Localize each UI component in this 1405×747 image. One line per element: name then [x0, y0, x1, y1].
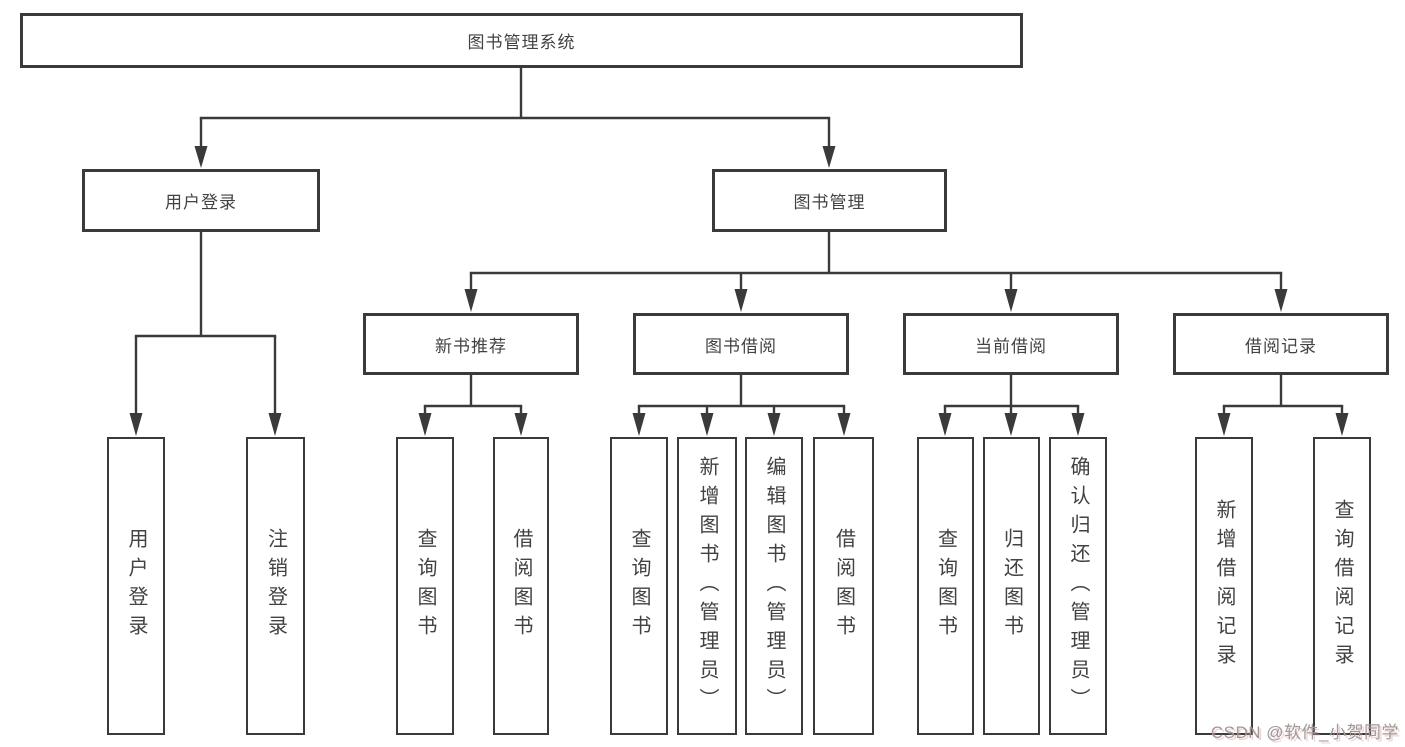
arrow-down-icon: [514, 406, 528, 436]
arrow-down-icon: [734, 273, 748, 312]
arrow-down-icon: [767, 406, 781, 436]
node-label: 图书管理: [793, 193, 866, 212]
node-borrow-record: 借阅记录: [1173, 313, 1389, 375]
leaf-label: 归还图书: [1000, 528, 1023, 644]
connector-current-borrow: [938, 375, 1085, 436]
node-label: 图书管理系统: [467, 33, 576, 52]
arrow-down-icon: [1217, 406, 1231, 436]
leaf-label: 编辑图书（管理员）: [763, 455, 785, 717]
node-new-book-recommend: 新书推荐: [363, 313, 579, 375]
arrow-down-icon: [700, 406, 714, 436]
node-library-management-system: 图书管理系统: [20, 13, 1023, 68]
leaf-user-login: 用户登录: [107, 437, 165, 735]
arrow-down-icon: [632, 406, 646, 436]
leaf-label: 注销登录: [264, 528, 287, 644]
leaf-query-books-1: 查询图书: [396, 437, 454, 735]
arrow-down-icon: [822, 118, 836, 168]
leaf-label: 新增图书（管理员）: [696, 455, 718, 717]
connector-user-login: [129, 232, 282, 436]
node-label: 借阅记录: [1245, 336, 1317, 356]
arrow-down-icon: [268, 336, 282, 436]
arrow-down-icon: [1004, 406, 1018, 436]
leaf-label: 查询借阅记录: [1331, 499, 1353, 673]
node-label: 当前借阅: [975, 336, 1047, 356]
watermark: CSDN @软件_小贺同学: [1210, 723, 1399, 742]
leaf-label: 新增借阅记录: [1213, 499, 1235, 673]
node-label: 新书推荐: [435, 336, 507, 356]
leaf-borrow-books-1: 借阅图书: [493, 437, 549, 735]
leaf-label: 用户登录: [125, 528, 147, 644]
leaf-edit-book-admin: 编辑图书（管理员）: [745, 437, 803, 735]
node-book-borrow: 图书借阅: [633, 313, 849, 375]
node-label: 图书借阅: [705, 336, 777, 356]
node-label: 用户登录: [165, 193, 237, 212]
leaf-confirm-return-admin: 确认归还（管理员）: [1049, 437, 1107, 735]
leaf-query-books-2: 查询图书: [610, 437, 668, 735]
leaf-label: 查询图书: [414, 528, 436, 644]
connector-new-book: [418, 375, 528, 436]
leaf-logout: 注销登录: [246, 437, 305, 735]
leaf-query-books-3: 查询图书: [917, 437, 974, 735]
node-book-management: 图书管理: [712, 169, 947, 232]
arrow-down-icon: [464, 273, 478, 312]
leaf-return-book: 归还图书: [983, 437, 1040, 735]
leaf-add-book-admin: 新增图书（管理员）: [677, 437, 737, 735]
connector-book-management: [464, 232, 1288, 312]
arrow-down-icon: [194, 118, 208, 168]
leaf-add-borrow-record: 新增借阅记录: [1195, 437, 1253, 735]
arrow-down-icon: [1335, 406, 1349, 436]
connector-root: [194, 68, 836, 168]
leaf-query-borrow-record: 查询借阅记录: [1313, 437, 1371, 735]
leaf-label: 借阅图书: [510, 528, 532, 644]
arrow-down-icon: [129, 336, 143, 436]
arrow-down-icon: [1274, 273, 1288, 312]
arrow-down-icon: [1004, 273, 1018, 312]
leaf-label: 确认归还（管理员）: [1067, 455, 1089, 717]
arrow-down-icon: [837, 406, 851, 436]
leaf-borrow-books-2: 借阅图书: [813, 437, 874, 735]
arrow-down-icon: [418, 406, 432, 436]
node-user-login: 用户登录: [82, 169, 320, 232]
arrow-down-icon: [938, 406, 952, 436]
leaf-label: 查询图书: [628, 528, 650, 644]
arrow-down-icon: [1071, 406, 1085, 436]
connector-borrow-record: [1217, 375, 1349, 436]
connector-book-borrow: [632, 375, 851, 436]
leaf-label: 查询图书: [934, 528, 957, 644]
node-current-borrow: 当前借阅: [903, 313, 1119, 375]
leaf-label: 借阅图书: [832, 528, 855, 644]
